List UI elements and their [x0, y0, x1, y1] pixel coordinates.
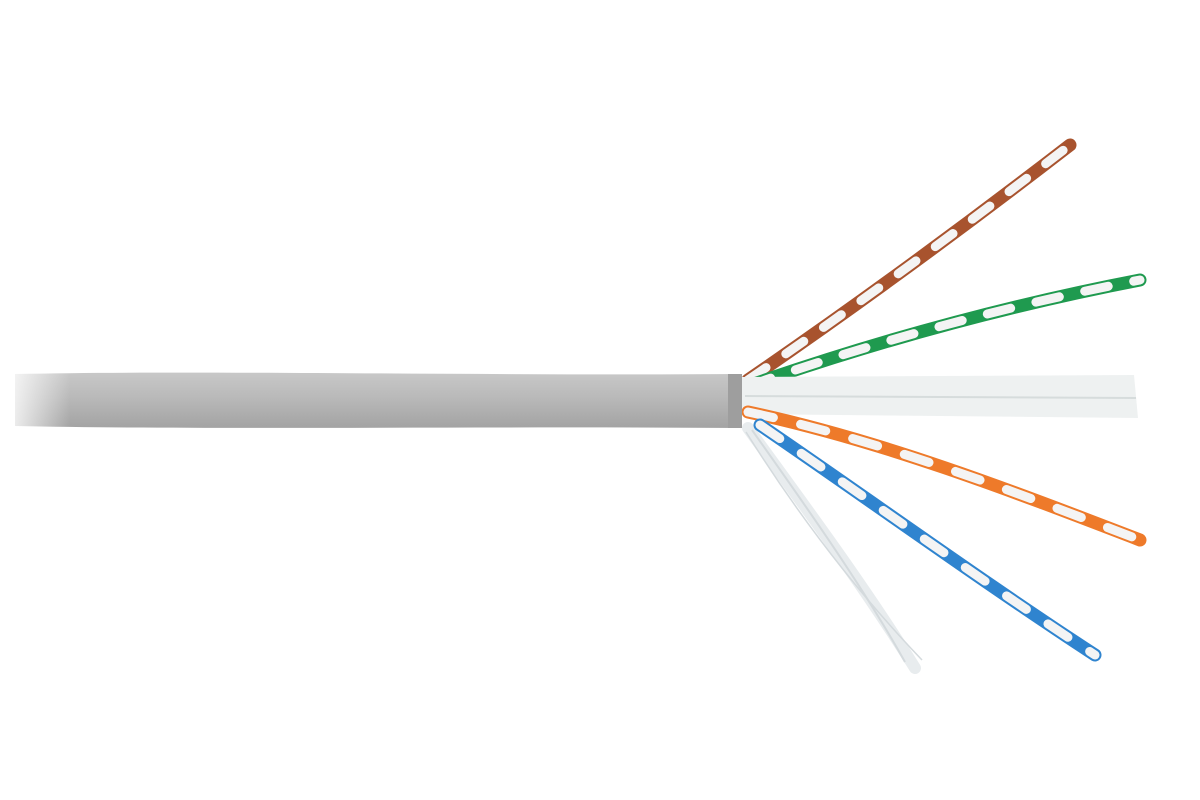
wire-pair-green [741, 273, 1147, 393]
wire-pair-orange [741, 405, 1147, 547]
ripcord [742, 422, 923, 674]
wire-pair-blue [753, 418, 1102, 662]
cross-separator [740, 375, 1138, 418]
cable-jacket [0, 360, 742, 440]
wire-pair-brown [741, 138, 1077, 387]
